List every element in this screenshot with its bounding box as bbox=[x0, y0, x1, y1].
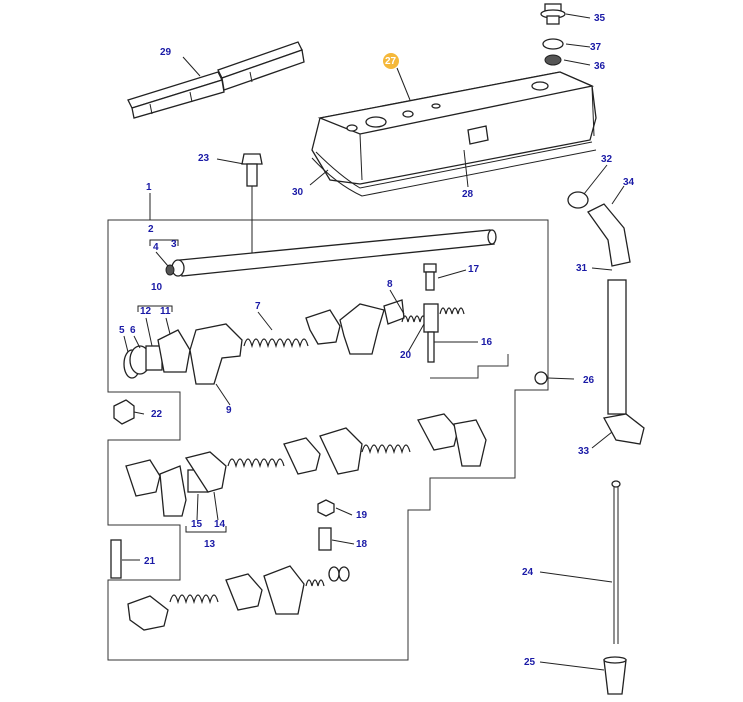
callout-22[interactable]: 22 bbox=[151, 409, 163, 420]
part-27-rocker-cover bbox=[311, 71, 597, 197]
middle-rocker-assembly bbox=[125, 413, 487, 517]
callout-16[interactable]: 16 bbox=[481, 337, 493, 348]
part-26-nut bbox=[534, 371, 548, 385]
callout-15[interactable]: 15 bbox=[191, 519, 203, 530]
part-23-bolt bbox=[241, 153, 263, 260]
part-3-rocker-shaft bbox=[165, 229, 497, 277]
leader-lines bbox=[122, 13, 625, 671]
part-34-hose bbox=[587, 203, 631, 267]
callout-17[interactable]: 17 bbox=[468, 264, 480, 275]
callout-37[interactable]: 37 bbox=[590, 42, 602, 53]
part-25-tappet bbox=[603, 659, 627, 695]
callout-29[interactable]: 29 bbox=[160, 47, 172, 58]
callout-11[interactable]: 11 bbox=[160, 306, 171, 317]
part-17-screw bbox=[423, 263, 437, 291]
callout-31[interactable]: 31 bbox=[576, 263, 588, 274]
part-37-washer bbox=[542, 38, 564, 50]
lower-rocker-assembly bbox=[127, 565, 350, 631]
callout-13[interactable]: 13 bbox=[204, 539, 216, 550]
callout-9[interactable]: 9 bbox=[226, 405, 232, 416]
part-36-seal bbox=[544, 54, 562, 66]
callout-20[interactable]: 20 bbox=[400, 350, 412, 361]
callout-12[interactable]: 12 bbox=[140, 306, 152, 317]
part-22-nut bbox=[113, 399, 135, 425]
callout-2[interactable]: 2 bbox=[148, 224, 154, 235]
callout-8[interactable]: 8 bbox=[387, 279, 393, 290]
callout-34[interactable]: 34 bbox=[623, 177, 635, 188]
bracket-2 bbox=[149, 239, 179, 246]
part-21-stud bbox=[110, 539, 122, 579]
callout-36[interactable]: 36 bbox=[594, 61, 606, 72]
part-19-nut bbox=[317, 499, 335, 517]
part-18-stud bbox=[318, 527, 332, 551]
callout-27[interactable]: 27 bbox=[385, 56, 397, 67]
part-33-bracket bbox=[602, 413, 645, 445]
callout-32[interactable]: 32 bbox=[601, 154, 613, 165]
callout-33[interactable]: 33 bbox=[578, 446, 590, 457]
callout-labels: 1 2 3 4 5 6 7 8 9 10 11 12 13 14 15 16 1… bbox=[119, 13, 635, 668]
upper-rocker-assembly bbox=[123, 299, 465, 385]
frame-link-26 bbox=[430, 354, 509, 379]
callout-19[interactable]: 19 bbox=[356, 510, 368, 521]
highlight-badge-27 bbox=[383, 53, 399, 69]
part-31-pipe bbox=[607, 279, 627, 415]
callout-6[interactable]: 6 bbox=[130, 325, 136, 336]
callout-35[interactable]: 35 bbox=[594, 13, 606, 24]
part-29-seal-strip bbox=[127, 41, 305, 119]
part-35-filler-cap bbox=[540, 3, 566, 25]
callout-23[interactable]: 23 bbox=[198, 153, 210, 164]
callout-26[interactable]: 26 bbox=[583, 375, 595, 386]
callout-24[interactable]: 24 bbox=[522, 567, 534, 578]
callout-18[interactable]: 18 bbox=[356, 539, 368, 550]
part-32-clip bbox=[567, 191, 589, 209]
callout-21[interactable]: 21 bbox=[144, 556, 156, 567]
callout-7[interactable]: 7 bbox=[255, 301, 261, 312]
assembly-frame bbox=[107, 219, 549, 661]
callout-30[interactable]: 30 bbox=[292, 187, 304, 198]
callout-28[interactable]: 28 bbox=[462, 189, 474, 200]
callout-1[interactable]: 1 bbox=[146, 182, 152, 193]
callout-4[interactable]: 4 bbox=[153, 242, 159, 253]
bracket-10 bbox=[137, 305, 173, 312]
callout-25[interactable]: 25 bbox=[524, 657, 536, 668]
callout-3[interactable]: 3 bbox=[171, 239, 177, 250]
callout-14[interactable]: 14 bbox=[214, 519, 226, 530]
bracket-13 bbox=[185, 526, 227, 533]
callout-10[interactable]: 10 bbox=[151, 282, 163, 293]
callout-5[interactable]: 5 bbox=[119, 325, 125, 336]
